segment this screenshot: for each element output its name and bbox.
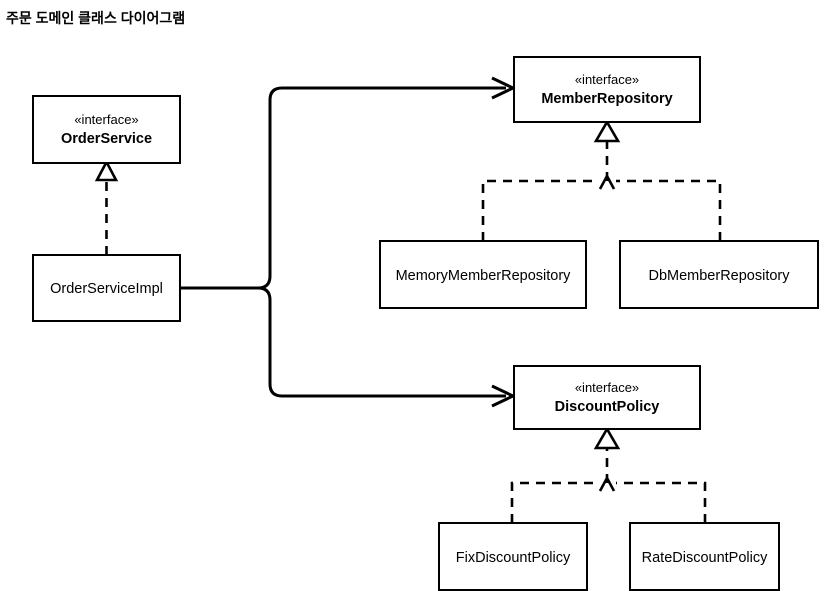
class-node-member-repository[interactable]: «interface» MemberRepository <box>513 56 701 123</box>
class-node-memory-member-repository[interactable]: MemoryMemberRepository <box>379 240 587 309</box>
stereotype-label-discount-policy: «interface» <box>575 380 639 395</box>
stereotype-label-order-service: «interface» <box>74 112 138 127</box>
class-name-discount-policy: DiscountPolicy <box>555 399 660 415</box>
page-title: 주문 도메인 클래스 다이어그램 <box>6 10 186 26</box>
class-name-order-service-impl: OrderServiceImpl <box>50 281 163 297</box>
class-node-rate-discount-policy[interactable]: RateDiscountPolicy <box>629 522 780 591</box>
edge-memory-realizes-member-repository <box>481 179 598 241</box>
class-name-memory-member-repository: MemoryMemberRepository <box>396 268 572 284</box>
class-name-order-service: OrderService <box>61 131 152 147</box>
class-name-fix-discount-policy: FixDiscountPolicy <box>456 550 571 566</box>
class-node-discount-policy[interactable]: «interface» DiscountPolicy <box>513 365 701 430</box>
class-name-rate-discount-policy: RateDiscountPolicy <box>642 550 768 566</box>
class-node-fix-discount-policy[interactable]: FixDiscountPolicy <box>438 522 588 591</box>
edge-db-realizes-member-repository <box>616 179 722 241</box>
edge-rate-realizes-discount-policy <box>616 481 707 523</box>
stereotype-label-member-repository: «interface» <box>575 72 639 87</box>
realization-joint-discount-policy <box>593 426 621 492</box>
class-node-order-service-impl[interactable]: OrderServiceImpl <box>32 254 181 322</box>
realization-joint-member-repository <box>593 119 621 190</box>
class-node-order-service[interactable]: «interface» OrderService <box>32 95 181 164</box>
class-name-db-member-repository: DbMemberRepository <box>648 268 790 284</box>
class-name-member-repository: MemberRepository <box>541 91 672 107</box>
class-node-db-member-repository[interactable]: DbMemberRepository <box>619 240 819 309</box>
edge-impl-realizes-order-service <box>94 159 119 255</box>
edge-fix-realizes-discount-policy <box>510 481 598 523</box>
